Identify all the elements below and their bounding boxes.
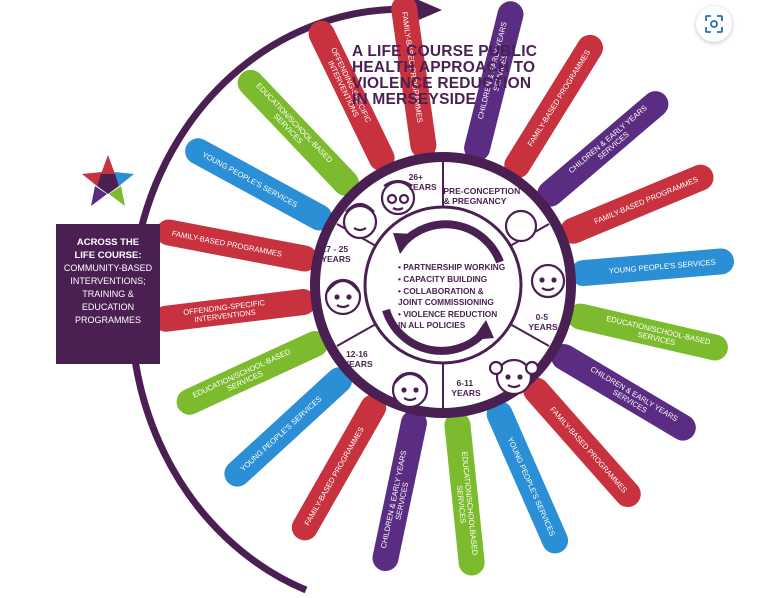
stage-1725-label: 17 - 25 YEARS bbox=[321, 244, 351, 264]
spoke-label: FAMILY-BASED PROGRAMMES bbox=[548, 405, 629, 495]
spoke-bar bbox=[185, 138, 333, 231]
spoke-bar bbox=[372, 409, 427, 572]
spoke-bar bbox=[237, 69, 359, 196]
page-title: A LIFE COURSE PUBLIC HEALTH APPROACH TO … bbox=[352, 44, 582, 108]
title-line: A LIFE COURSE PUBLIC bbox=[352, 43, 538, 60]
spoke-bar bbox=[551, 344, 696, 441]
spoke-label: YOUNG PEOPLE'S SERVICES bbox=[506, 436, 557, 538]
stage-05-label: 0-5 YEARS bbox=[528, 312, 558, 332]
life-course-box-line: COMMUNITY-BASED bbox=[63, 263, 153, 273]
spoke: YOUNG PEOPLE'S SERVICES bbox=[570, 248, 735, 287]
stage-preconception-label: PRE-CONCEPTION & PREGNANCY bbox=[443, 186, 522, 206]
logo-star-icon bbox=[82, 155, 134, 206]
spoke-label: FAMILY-BASED PROGRAMMES bbox=[303, 425, 366, 527]
spoke: FAMILY-BASED PROGRAMMES bbox=[155, 219, 318, 272]
spoke-bar bbox=[153, 289, 317, 332]
spoke-bar bbox=[155, 219, 318, 272]
stage-labels: 26+ YEARS 17 - 25 YEARS 12-16 YEARS 6-11… bbox=[321, 172, 558, 398]
spoke: EDUCATION/SCHOOLBASEDSERVICES bbox=[444, 412, 485, 576]
young-adult-face-icon bbox=[324, 278, 362, 316]
spoke-bar bbox=[537, 91, 669, 207]
title-line: HEALTH APPROACH TO bbox=[352, 59, 536, 76]
spoke-bar bbox=[291, 394, 387, 541]
spoke: OFFENDING-SPECIFICINTERVENTIONS bbox=[153, 289, 317, 332]
cycle-arrow-bottom bbox=[382, 308, 490, 355]
dial-face bbox=[320, 162, 566, 408]
cycle-arrow-bottom-head bbox=[472, 320, 494, 340]
life-course-box-heading: ACROSS THE bbox=[76, 237, 140, 248]
life-course-box-heading: LIFE COURSE: bbox=[74, 250, 142, 261]
spoke-bar bbox=[567, 303, 728, 361]
spoke-bar bbox=[176, 331, 328, 415]
spoke-label: FAMILY-BASED PROGRAMMES bbox=[593, 175, 700, 226]
centre-item-4: • VIOLENCE REDUCTION IN ALL POLICIES bbox=[398, 309, 500, 330]
pregnancy-circle-icon bbox=[504, 209, 538, 243]
outer-arc-arrowhead bbox=[414, 0, 442, 22]
title-line: VIOLENCE REDUCTION bbox=[352, 75, 532, 92]
cycle-arrow-top-head bbox=[393, 233, 415, 254]
title-line: IN MERSEYSIDE bbox=[352, 91, 477, 108]
spoke-bar bbox=[308, 20, 395, 172]
cycle-arrow-top bbox=[400, 220, 504, 264]
child-face-icon bbox=[488, 358, 540, 396]
spoke-bar bbox=[486, 401, 569, 554]
teen-face-icon bbox=[391, 371, 429, 409]
spoke: EDUCATION/SCHOOL-BASEDSERVICES bbox=[567, 303, 728, 361]
life-course-box-line: TRAINING & bbox=[82, 289, 134, 299]
spoke-bar bbox=[560, 164, 714, 244]
baby-face-icon bbox=[530, 263, 566, 299]
scan-icon bbox=[705, 15, 723, 33]
stage-1216-label: 12-16 YEARS bbox=[343, 349, 373, 369]
adult-couple-icon bbox=[342, 179, 416, 240]
spoke-label: YOUNG PEOPLE'S SERVICES bbox=[238, 394, 323, 473]
visual-search-button[interactable] bbox=[696, 6, 732, 42]
spoke-bar bbox=[504, 34, 603, 179]
stage-611-label: 6-11 YEARS bbox=[451, 378, 481, 398]
spoke-bar bbox=[523, 377, 641, 508]
spoke-bar bbox=[570, 248, 735, 287]
spoke: CHILDREN & EARLY YEARSSERVICES bbox=[372, 409, 427, 572]
spoke-label: EDUCATION/SCHOOL-BASEDSERVICES bbox=[248, 81, 334, 171]
centre-list: • PARTNERSHIP WORKING • CAPACITY BUILDIN… bbox=[398, 262, 505, 330]
life-course-box: ACROSS THE LIFE COURSE: COMMUNITY-BASED … bbox=[56, 224, 160, 364]
life-course-box-line: PROGRAMMES bbox=[74, 315, 141, 325]
spoke-bar bbox=[391, 0, 437, 159]
life-course-box-line: INTERVENTIONS; bbox=[70, 276, 146, 286]
centre-item-1: • PARTNERSHIP WORKING bbox=[398, 262, 505, 272]
spoke-label: YOUNG PEOPLE'S SERVICES bbox=[201, 150, 299, 209]
spoke-bar bbox=[444, 412, 485, 576]
stage-26-label: 26+ YEARS bbox=[407, 172, 437, 192]
centre-item-2: • CAPACITY BUILDING bbox=[398, 274, 487, 284]
centre-item-3: • COLLABORATION & JOINT COMMISSIONING bbox=[398, 286, 494, 307]
spoke-bar bbox=[224, 367, 353, 487]
life-course-box-line: EDUCATION bbox=[81, 302, 135, 312]
spoke-bar bbox=[464, 1, 524, 162]
